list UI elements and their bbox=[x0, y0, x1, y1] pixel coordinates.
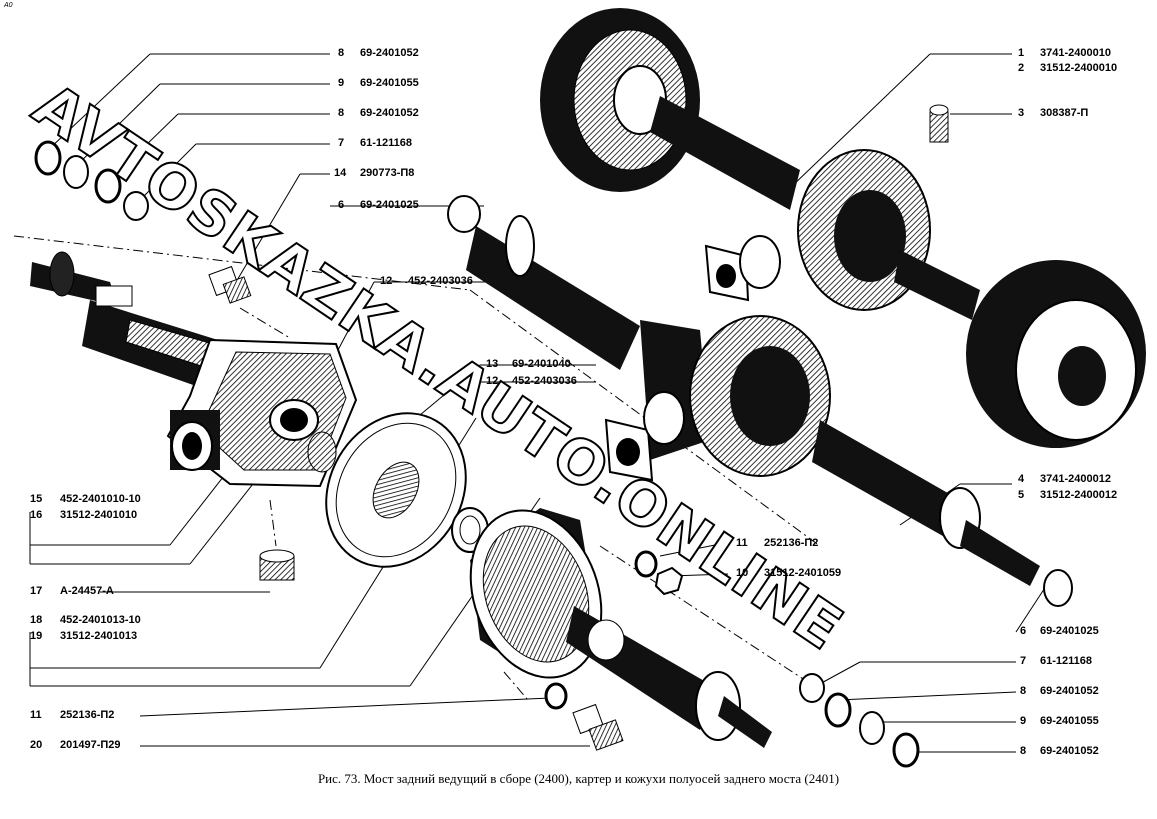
callout-code: 452-2401013-10 bbox=[60, 614, 141, 626]
left-nuts-washers bbox=[34, 140, 149, 221]
callout-num: 9 bbox=[338, 77, 345, 89]
callout-num: 14 bbox=[334, 167, 347, 179]
nut-10 bbox=[654, 566, 684, 596]
callout-num: 17 bbox=[30, 585, 43, 597]
breather-3 bbox=[929, 104, 949, 143]
callout-num: 8 bbox=[338, 47, 345, 59]
corner-mark: A0 bbox=[4, 2, 13, 9]
callout-code: 452-2401010-10 bbox=[60, 493, 141, 505]
callout-code: 201497-П29 bbox=[60, 739, 121, 751]
callout-code: 3741-2400012 bbox=[1040, 473, 1111, 485]
callout-num: 16 bbox=[30, 509, 43, 521]
callout-code: 308387-П bbox=[1040, 107, 1089, 119]
callout-num: 19 bbox=[30, 630, 43, 642]
callout-code: 69-2401052 bbox=[360, 107, 419, 119]
bolt-20 bbox=[572, 703, 624, 751]
bolt-14 bbox=[208, 265, 252, 304]
callout-code: 69-2401025 bbox=[1040, 625, 1099, 637]
callout-num: 1 bbox=[1018, 47, 1025, 59]
callout-num: 15 bbox=[30, 493, 43, 505]
callout-num: 8 bbox=[1020, 745, 1027, 757]
figure-caption: Рис. 73. Мост задний ведущий в сборе (24… bbox=[317, 771, 840, 786]
right-axle-housing bbox=[469, 508, 772, 748]
seal-6b bbox=[1043, 569, 1073, 607]
callout-code: 31512-2401059 bbox=[764, 567, 842, 579]
callout-num: 7 bbox=[1020, 655, 1027, 667]
callout-code: 69-2401040 bbox=[512, 358, 571, 370]
callout-code: 69-2401055 bbox=[360, 77, 419, 89]
callout-code: 3741-2400010 bbox=[1040, 47, 1111, 59]
callout-code: А-24457-А bbox=[60, 585, 114, 597]
callout-code: 452-2403036 bbox=[512, 375, 577, 387]
callout-code: 290773-П8 bbox=[360, 167, 415, 179]
callout-num: 4 bbox=[1018, 473, 1025, 485]
callout-code: 31512-2400012 bbox=[1040, 489, 1118, 501]
callout-code: 31512-2401013 bbox=[60, 630, 138, 642]
callout-num: 18 bbox=[30, 614, 43, 626]
callout-code: 452-2403036 bbox=[408, 275, 473, 287]
housing-gasket bbox=[325, 412, 467, 568]
callout-code: 69-2401052 bbox=[360, 47, 419, 59]
callout-num: 13 bbox=[486, 358, 499, 370]
callout-num: 3 bbox=[1018, 107, 1025, 119]
callout-num: 10 bbox=[736, 567, 749, 579]
callout-num: 7 bbox=[338, 137, 345, 149]
callout-code: 61-121168 bbox=[1040, 655, 1092, 667]
callout-num: 11 bbox=[736, 537, 748, 549]
seal-6 bbox=[447, 195, 481, 233]
callout-code: 61-121168 bbox=[360, 137, 412, 149]
callout-num: 12 bbox=[486, 375, 499, 387]
callout-num: 9 bbox=[1020, 715, 1027, 727]
callout-code: 69-2401052 bbox=[1040, 745, 1099, 757]
assembled-axle bbox=[466, 215, 1040, 586]
top-axle-with-wheels bbox=[540, 8, 1146, 448]
callout-code: 69-2401052 bbox=[1040, 685, 1099, 697]
callout-code: 31512-2401010 bbox=[60, 509, 138, 521]
callout-code: 31512-2400010 bbox=[1040, 62, 1118, 74]
washer-11b bbox=[634, 550, 658, 578]
bearing-13 bbox=[307, 431, 337, 473]
callout-num: 5 bbox=[1018, 489, 1025, 501]
callout-num: 6 bbox=[1020, 625, 1027, 637]
drain-plug-17 bbox=[259, 549, 295, 581]
callout-num: 20 bbox=[30, 739, 43, 751]
callout-num: 8 bbox=[338, 107, 345, 119]
callout-num: 2 bbox=[1018, 62, 1025, 74]
right-nuts-washers bbox=[799, 673, 920, 768]
callout-num: 11 bbox=[30, 709, 42, 721]
washer-11 bbox=[544, 682, 568, 710]
callout-num: 12 bbox=[380, 275, 393, 287]
callout-code: 69-2401025 bbox=[360, 199, 419, 211]
callout-code: 69-2401055 bbox=[1040, 715, 1099, 727]
callout-num: 6 bbox=[338, 199, 345, 211]
callout-code: 252136-П2 bbox=[764, 537, 819, 549]
callout-code: 252136-П2 bbox=[60, 709, 115, 721]
callout-num: 8 bbox=[1020, 685, 1027, 697]
